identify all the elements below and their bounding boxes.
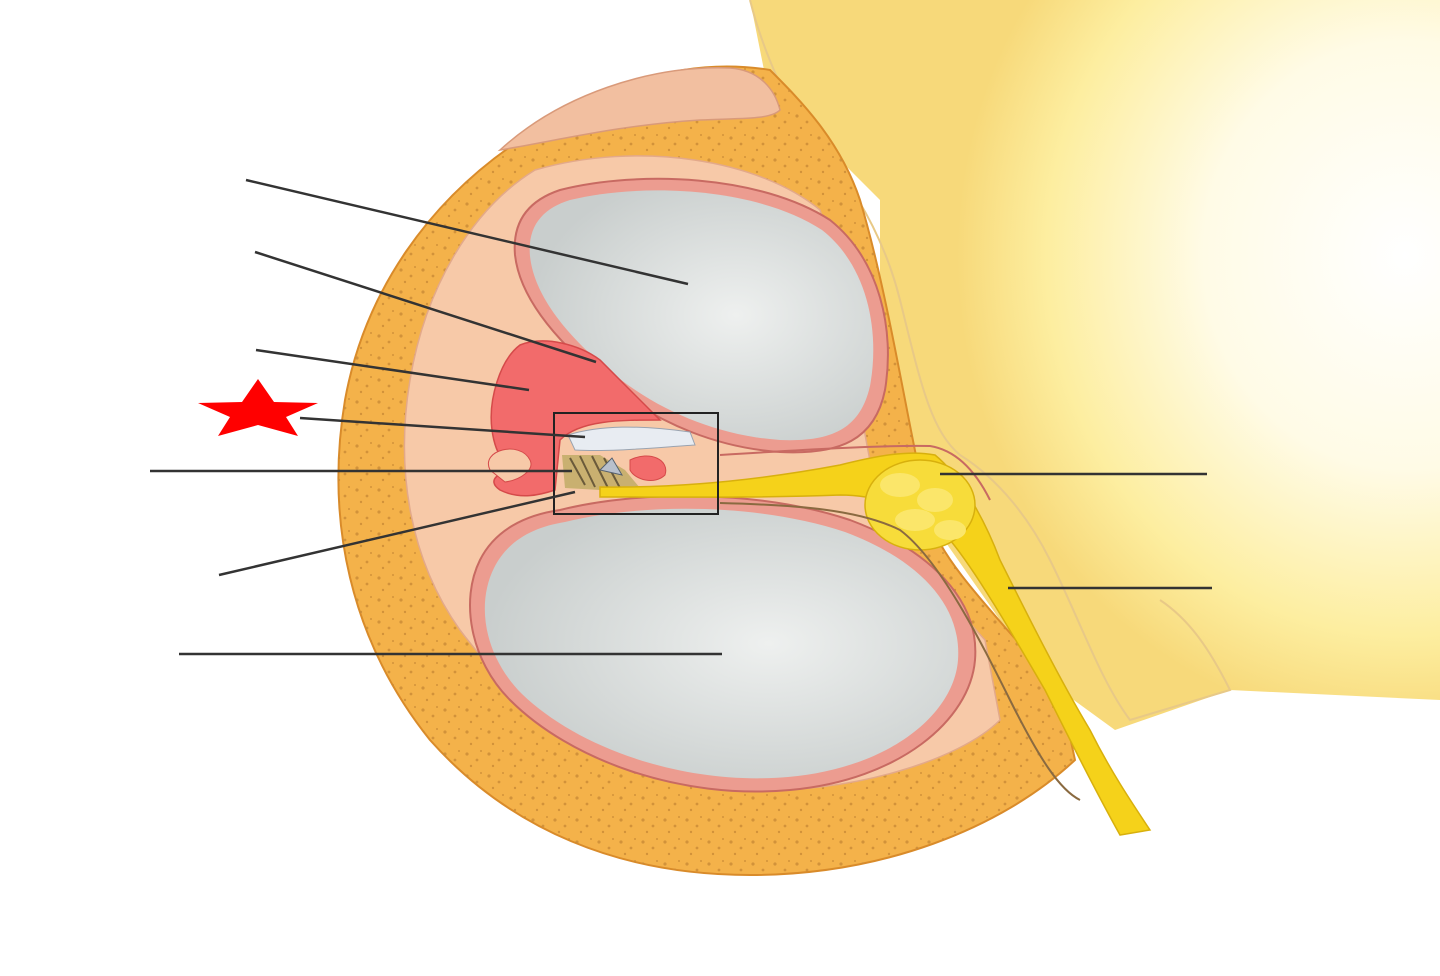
label-line-2 — [254, 250, 597, 364]
label-line-4-starred — [299, 416, 586, 439]
star-icon — [198, 379, 318, 436]
cochlear-duct — [487, 340, 667, 497]
label-lines — [150, 178, 1212, 656]
scala-vestibuli — [513, 177, 889, 454]
osseous-spiral-lamina-lower — [719, 502, 1081, 801]
label-line-6 — [218, 490, 576, 577]
label-line-3 — [255, 348, 530, 392]
organ-of-corti — [562, 426, 696, 490]
osseous-spiral-lamina-upper — [719, 444, 991, 501]
detail-box — [553, 412, 719, 515]
label-line-1 — [245, 178, 689, 286]
scala-tympani — [469, 495, 977, 793]
